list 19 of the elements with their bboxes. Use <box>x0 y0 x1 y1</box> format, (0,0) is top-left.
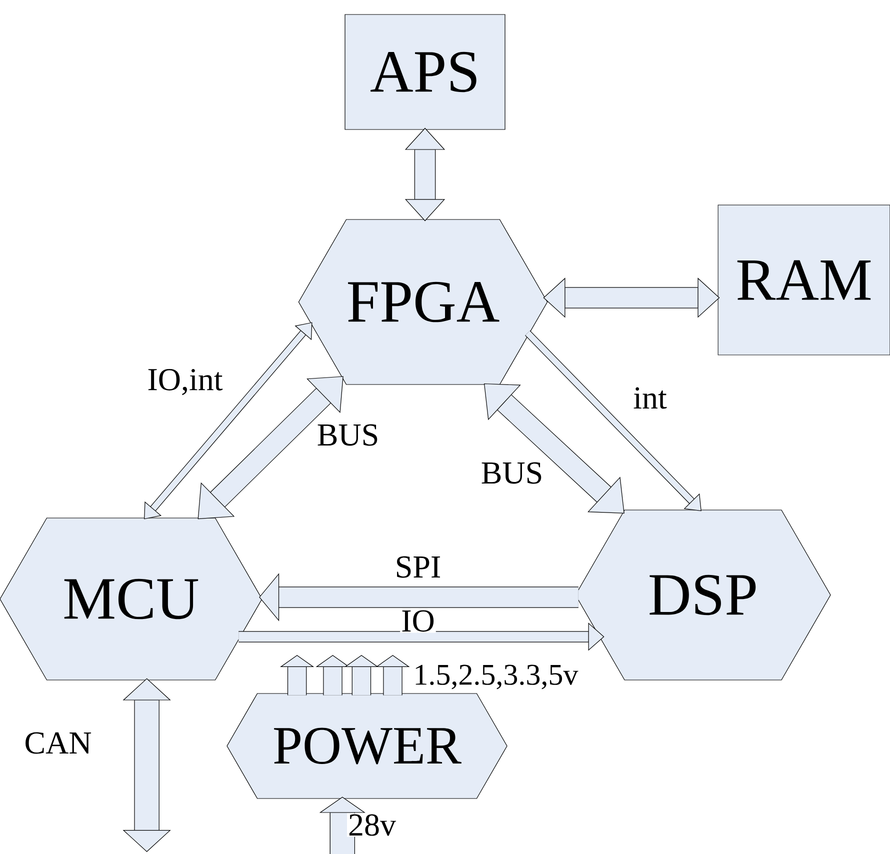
edge-label: int <box>632 386 668 410</box>
block-arrow <box>543 278 720 318</box>
hexagon-block: POWER <box>226 693 508 799</box>
block-arrow <box>198 376 344 520</box>
hexagon-block: FPGA <box>298 219 548 385</box>
block-arrow <box>484 383 624 514</box>
block-box: APS <box>344 14 506 130</box>
block-arrow <box>525 330 702 512</box>
edge-label: IO,int <box>146 368 224 396</box>
edge-label: CAN <box>23 731 93 755</box>
block-arrow <box>144 322 312 520</box>
edge-label: 28v <box>347 813 397 837</box>
edge-label: IO <box>400 609 436 633</box>
block-box: RAM <box>718 204 890 356</box>
edge-label: BUS <box>316 423 380 447</box>
hexagon-block: MCU <box>0 518 262 680</box>
edge-label: BUS <box>480 461 544 485</box>
block-arrow <box>404 128 446 222</box>
edge-label: SPI <box>394 555 442 579</box>
